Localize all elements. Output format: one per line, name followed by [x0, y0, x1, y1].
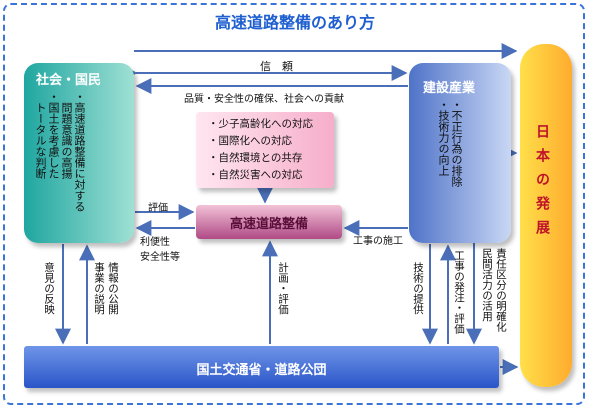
ministry-label: 国土交通省・道路公団	[196, 363, 327, 378]
construction-label: 工事の施工	[353, 236, 403, 247]
society-title: 社会・国民	[36, 73, 102, 88]
disclosure-label: 情報の公開	[107, 262, 119, 315]
issues-box: ・少子高齢化への対応 ・国際化への対応 ・自然環境との共存 ・自然災害への対応	[196, 112, 334, 188]
convenience-label: 利便性	[140, 237, 170, 248]
diagram-title: 高速道路整備のあり方	[214, 13, 375, 32]
issue-item: ・少子高齢化への対応	[208, 118, 313, 130]
safety-label: 安全性等	[140, 252, 180, 263]
issues-list: ・少子高齢化への対応 ・国際化への対応 ・自然環境との共存 ・自然災害への対応	[208, 116, 313, 184]
diagram-frame	[3, 3, 585, 405]
opinion-label: 意見の反映	[43, 262, 55, 315]
construction-industry-box: 建設産業 ・不正行為の排除 ・技術力の向上	[409, 63, 511, 243]
contribution-label: 品質・安全性の確保、社会への貢献	[184, 94, 344, 105]
society-points: ・高速道路整備に対する 問題意識の高揚 ・国土を考慮した トータルな判断	[34, 91, 86, 212]
japan-label: 日本の発展	[534, 124, 550, 244]
expressway-label: 高速道路整備	[229, 217, 308, 232]
japan-development-box: 日本の発展	[520, 44, 572, 387]
explanation-label: 事業の説明	[93, 262, 105, 315]
ministry-box: 国土交通省・道路公団	[24, 346, 499, 388]
industry-title: 建設産業	[423, 81, 476, 96]
expressway-box: 高速道路整備	[196, 205, 342, 239]
issue-item: ・国際化への対応	[208, 135, 292, 147]
trust-label: 信 頼	[260, 60, 293, 73]
tech-provision-label: 技術の提供	[412, 262, 424, 315]
industry-points: ・不正行為の排除 ・技術力の向上	[437, 99, 463, 187]
order-eval-label: 工事の発注・評価	[453, 250, 465, 334]
society-box: 社会・国民 ・高速道路整備に対する 問題意識の高揚 ・国土を考慮した トータルな…	[24, 63, 134, 243]
plan-eval-label: 計画・評価	[277, 262, 289, 315]
private-vitality-label: 民間活力の活用	[481, 248, 493, 322]
evaluation-label: 評価	[148, 203, 168, 214]
issue-item: ・自然環境との共存	[208, 152, 303, 164]
responsibility-label: 責任区分の明確化	[495, 248, 507, 332]
issue-item: ・自然災害への対応	[208, 169, 303, 181]
